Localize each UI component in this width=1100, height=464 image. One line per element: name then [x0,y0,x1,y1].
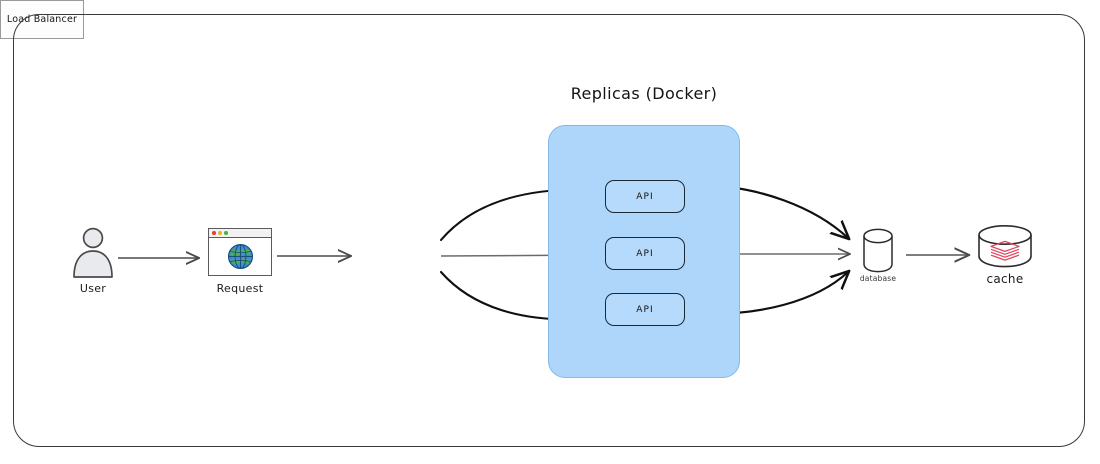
node-cache-label: cache [986,272,1024,286]
database-cylinder-icon [863,228,893,273]
node-api-2[interactable]: API [605,237,685,270]
node-user[interactable]: User [62,226,124,306]
node-api-1-label: API [636,191,654,202]
user-person-icon [73,227,113,278]
node-api-1[interactable]: API [605,180,685,213]
node-cache[interactable]: cache [974,222,1036,294]
node-database-label: database [859,274,897,283]
browser-dot-green [224,231,228,235]
browser-dot-red [212,231,216,235]
node-request[interactable]: Request [204,228,276,306]
node-api-2-label: API [636,248,654,259]
diagram-frame [13,14,1085,447]
node-load-balancer-label: Load Balancer [6,14,78,25]
replicas-group-title: Replicas (Docker) [570,84,718,103]
node-api-3[interactable]: API [605,293,685,326]
globe-icon [227,243,253,270]
browser-dot-yellow [218,231,222,235]
node-api-3-label: API [636,304,654,315]
node-request-label: Request [216,282,264,295]
cache-cylinder-icon [978,225,1032,268]
browser-globe-icon [208,228,272,276]
browser-titlebar [209,229,271,238]
node-user-label: User [79,282,107,295]
node-database[interactable]: database [855,225,901,295]
cache-layers-glyph [990,240,1020,261]
browser-content [209,238,271,275]
